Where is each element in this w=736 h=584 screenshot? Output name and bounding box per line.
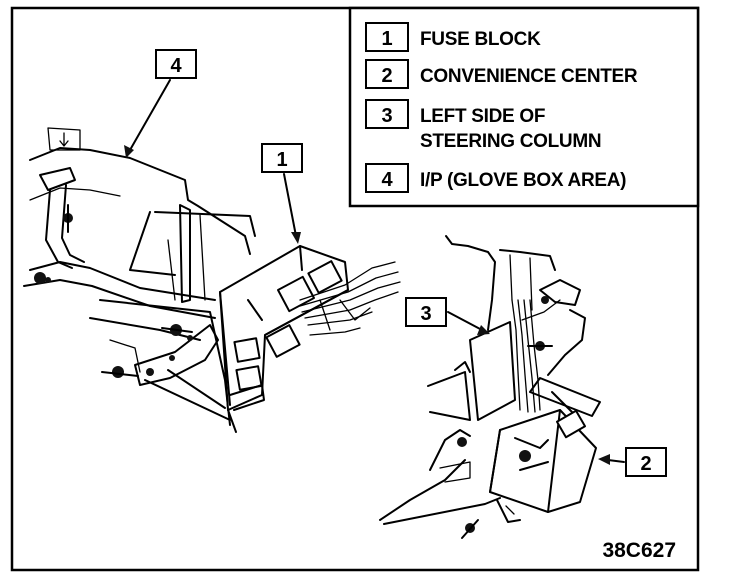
- legend-item-steering-column: 3 LEFT SIDE OF STEERING COLUMN: [365, 99, 602, 152]
- legend-number: 2: [381, 65, 392, 87]
- legend-label: LEFT SIDE OF: [420, 106, 545, 127]
- callout-4: 4: [124, 49, 197, 158]
- legend-number: 3: [381, 105, 392, 127]
- callout-2: 2: [598, 447, 667, 477]
- callout-number: 4: [170, 55, 182, 77]
- callout-number: 1: [276, 149, 287, 171]
- legend-label: FUSE BLOCK: [420, 29, 541, 50]
- legend-item-ip-glove-box: 4 I/P (GLOVE BOX AREA): [365, 163, 627, 193]
- legend: 1 FUSE BLOCK 2 CONVENIENCE CENTER 3 LEFT…: [348, 6, 700, 208]
- legend-label: CONVENIENCE CENTER: [420, 66, 638, 87]
- convenience-center: [489, 409, 597, 523]
- callout-1: 1: [261, 143, 303, 244]
- steering-column-illustration: 3 2: [379, 235, 667, 539]
- instrument-panel-illustration: 4 1: [23, 49, 401, 433]
- legend-item-fuse-block: 1 FUSE BLOCK: [365, 22, 541, 52]
- callout-number: 2: [640, 453, 651, 475]
- legend-label: I/P (GLOVE BOX AREA): [420, 170, 626, 191]
- legend-number: 4: [381, 169, 393, 191]
- legend-number: 1: [381, 28, 392, 50]
- legend-item-convenience-center: 2 CONVENIENCE CENTER: [365, 59, 638, 89]
- fuse-block: [219, 245, 401, 411]
- callout-number: 3: [420, 303, 431, 325]
- figure-id: 38C627: [602, 539, 676, 562]
- legend-label-line2: STEERING COLUMN: [420, 131, 601, 152]
- callout-3: 3: [405, 297, 490, 335]
